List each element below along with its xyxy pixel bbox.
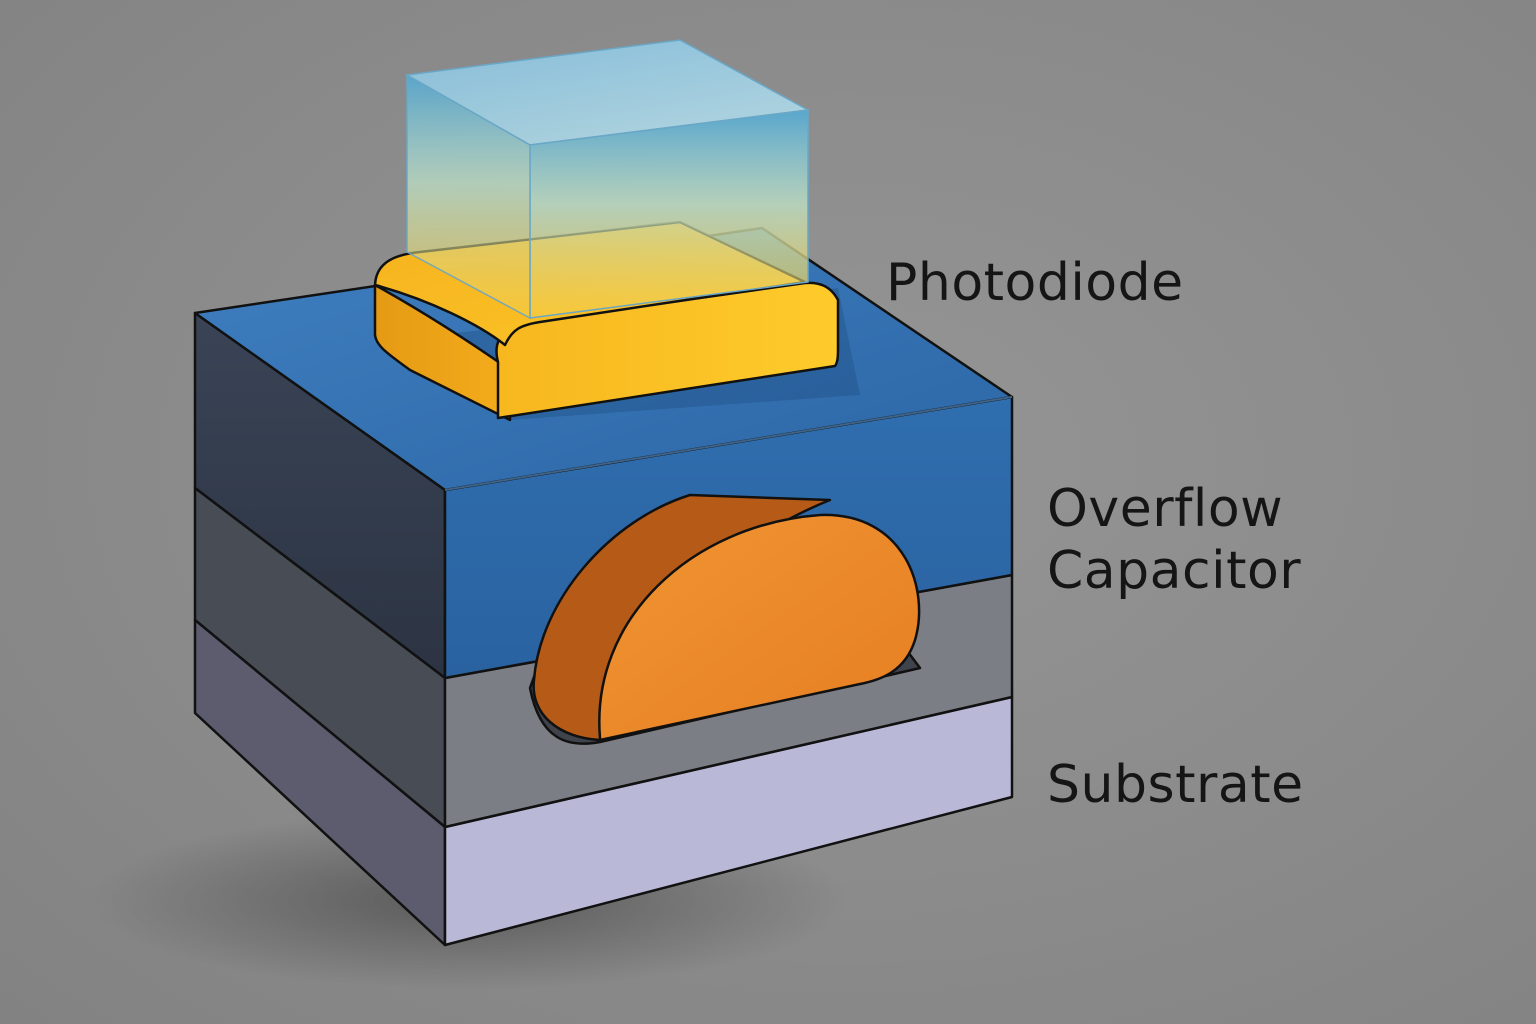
overflow-capacitor-label-line2: Capacitor — [1047, 541, 1302, 601]
capacitor-front — [598, 513, 921, 742]
cube-left-face — [406, 73, 531, 320]
photodiode-label: Photodiode — [886, 253, 1184, 313]
overflow-capacitor-label-line1: Overflow — [1047, 479, 1284, 539]
overflow-capacitor — [528, 493, 922, 745]
overflow-capacitor-label: Overflow Capacitor — [1047, 478, 1301, 602]
top-edge-highlight — [444, 396, 1013, 491]
cube-front-face — [529, 109, 809, 319]
transparent-filter-cube — [404, 39, 811, 320]
substrate-label: Substrate — [1047, 755, 1304, 815]
